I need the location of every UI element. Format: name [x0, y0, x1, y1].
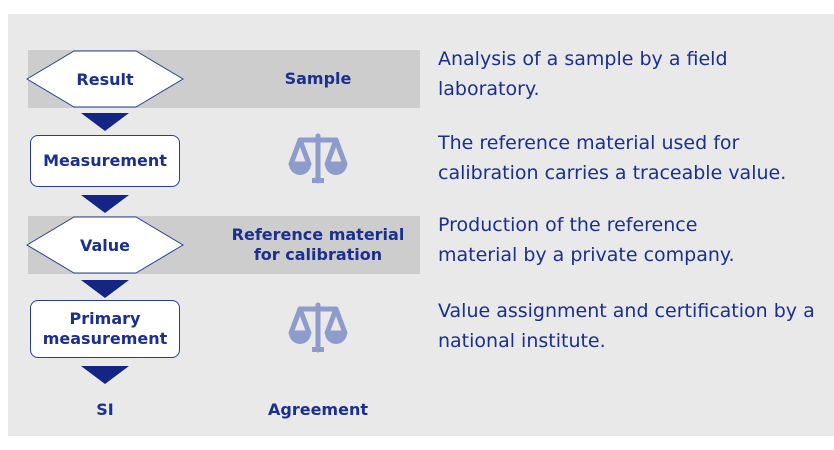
sample-label: Sample: [284, 69, 352, 88]
value-diamond: Value: [26, 216, 184, 274]
balance-scale-icon: [288, 133, 348, 184]
primary-measurement-box: Primary measurement: [30, 300, 180, 358]
down-arrow-2: [81, 195, 129, 213]
diagram-panel: Result Measurement Value Primary measure…: [8, 14, 834, 436]
description-1: Analysis of a sample by a field laborato…: [438, 48, 728, 100]
balance-scale-icon-2: [288, 302, 348, 353]
down-arrow-4: [81, 366, 129, 384]
value-label: Value: [79, 235, 131, 255]
description-4: Value assignment and certification by a …: [438, 300, 815, 352]
description-3: Production of the reference material by …: [438, 214, 735, 266]
result-diamond: Result: [26, 50, 184, 108]
measurement-box: Measurement: [30, 135, 180, 187]
down-arrow-1: [81, 113, 129, 131]
result-label: Result: [76, 69, 134, 89]
agreement-label: Agreement: [268, 400, 368, 419]
si-label: SI: [96, 400, 114, 419]
reference-material-label: Reference material for calibration: [231, 225, 405, 264]
description-2: The reference material used for calibrat…: [438, 132, 787, 184]
down-arrow-3: [81, 280, 129, 298]
